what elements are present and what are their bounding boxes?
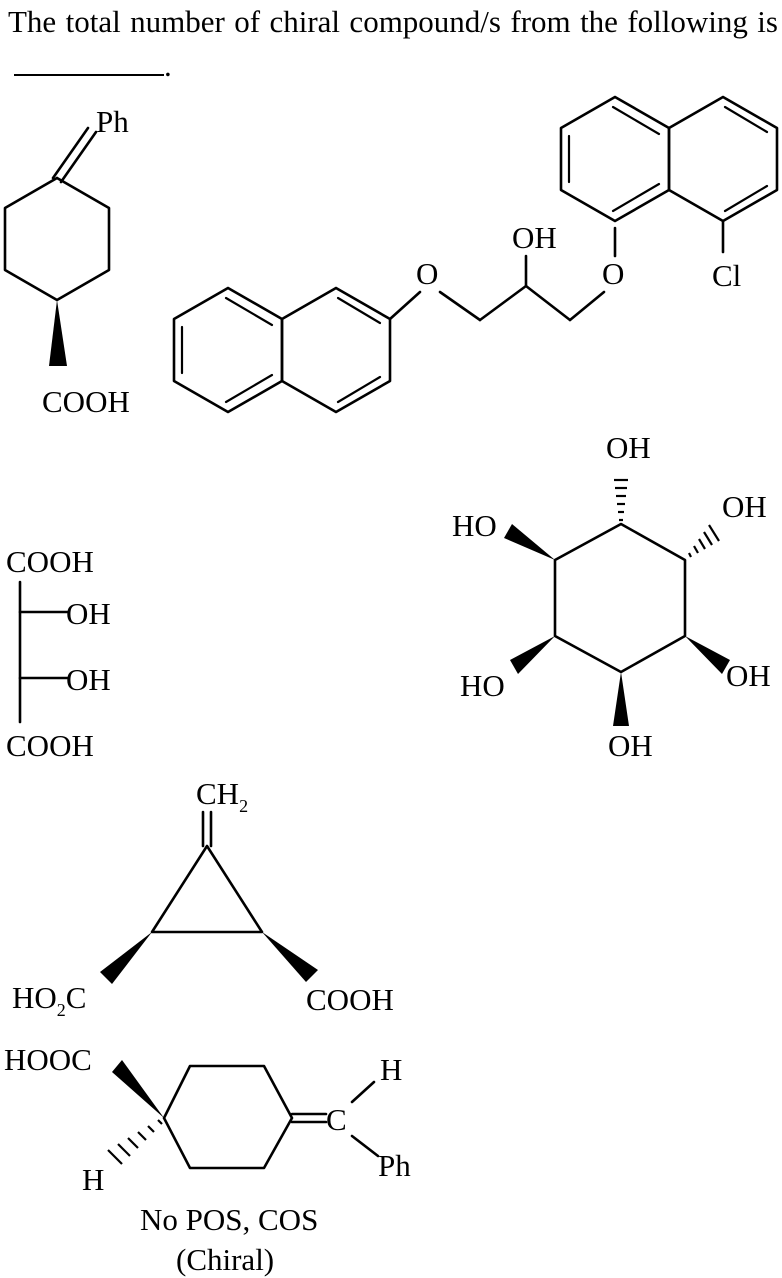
hooc-label: HOOC xyxy=(4,1042,92,1077)
wedge-top-left xyxy=(504,524,555,560)
cyclohexane-ring-6 xyxy=(162,1064,294,1170)
ho-label-top-left: HO xyxy=(452,508,497,543)
question-period: . xyxy=(164,48,172,83)
inner-double-bond xyxy=(611,105,661,136)
hashed-bond-h xyxy=(107,1119,163,1165)
structure-2-naphthyl-ether: O OH O Cl xyxy=(172,95,779,414)
oh-label-top-right: OH xyxy=(722,489,767,524)
bond-c-h xyxy=(350,1080,376,1104)
chain-bond xyxy=(524,284,572,322)
oh-label-bottom: OH xyxy=(608,728,653,763)
inner-double-bond xyxy=(611,182,661,213)
bond-to-o1 xyxy=(388,290,422,321)
ch2-label-ch: CH xyxy=(196,776,239,811)
question-stem: The total number of chiral compound/s fr… xyxy=(8,4,778,39)
oh-label-bottom-right: OH xyxy=(726,658,771,693)
inner-double-bond xyxy=(224,296,274,327)
oh-label-top: OH xyxy=(606,430,651,465)
note-line-1: No POS, COS xyxy=(140,1202,318,1237)
ho2c-label-ho: HO xyxy=(12,980,57,1015)
wedge-hooc xyxy=(112,1060,164,1118)
cl-label: Cl xyxy=(712,258,741,293)
inner-double-bond xyxy=(723,105,769,134)
cooh-label: COOH xyxy=(42,384,130,419)
wedge-bottom-right xyxy=(685,636,730,674)
oh-label-chain: OH xyxy=(512,220,557,255)
ho2c-label: HO2C xyxy=(12,980,86,1020)
answer-blank xyxy=(14,50,164,76)
naphthalene-left-ring-a xyxy=(172,286,284,414)
h-label-top: H xyxy=(380,1052,402,1087)
structure-1-benzylidene-cyclohexane-acid: Ph COOH xyxy=(3,104,130,419)
wedge-bottom-left xyxy=(510,636,555,674)
hashed-bond-top-right xyxy=(688,524,720,558)
cooh-label-top: COOH xyxy=(6,544,94,579)
ho2c-label-sub: 2 xyxy=(57,1000,66,1020)
cyclopropane-ring xyxy=(150,844,264,934)
bond-c-ph xyxy=(350,1134,380,1158)
naphthalene-right-ring-a xyxy=(559,95,671,223)
bond-to-o2 xyxy=(568,290,606,322)
structure-3-tartaric-acid: COOH OH OH COOH xyxy=(6,544,111,763)
ho-label-bottom-left: HO xyxy=(460,668,505,703)
ph-label: Ph xyxy=(96,104,129,139)
oh-label-fischer-2: OH xyxy=(66,662,111,697)
note-line-2: (Chiral) xyxy=(176,1242,274,1277)
question-text: The total number of chiral compound/s fr… xyxy=(8,0,778,88)
hashed-bond-top xyxy=(614,478,628,522)
wedge-bottom xyxy=(613,672,629,726)
wedge-right xyxy=(262,932,318,982)
structure-6-benzylidene-cyclohexane: HOOC H C H Ph No POS, COS (Chiral) xyxy=(4,1042,411,1277)
wedge-bond xyxy=(49,300,67,366)
h-label-bottom: H xyxy=(82,1162,104,1197)
chain-bond xyxy=(478,284,528,322)
c-label: C xyxy=(326,1102,347,1137)
cyclohexane-ring-inositol xyxy=(553,522,687,674)
cyclohexane-ring-1 xyxy=(3,176,111,302)
ho2c-label-c: C xyxy=(66,980,87,1015)
ch2-label-sub: 2 xyxy=(239,796,248,816)
o-label-1: O xyxy=(416,256,438,291)
oh-label-fischer-1: OH xyxy=(66,596,111,631)
exocyclic-double-bond-b xyxy=(59,130,98,184)
cooh-label-right: COOH xyxy=(306,982,394,1017)
ph-label-6: Ph xyxy=(378,1148,411,1183)
inner-double-bond xyxy=(336,296,382,325)
wedge-left xyxy=(100,932,152,984)
structure-4-inositol: OH OH HO HO OH OH xyxy=(452,430,771,763)
o-label-2: O xyxy=(602,256,624,291)
inner-double-bond xyxy=(224,373,274,404)
naphthalene-right-ring-b xyxy=(667,95,779,223)
inner-double-bond xyxy=(723,184,769,213)
structure-5-methylenecyclopropane: CH2 HO2C COOH xyxy=(12,776,394,1020)
naphthalene-left-ring-b xyxy=(280,286,392,414)
cooh-label-bottom: COOH xyxy=(6,728,94,763)
inner-double-bond xyxy=(336,375,382,404)
ch2-label: CH2 xyxy=(196,776,248,816)
chain-bond xyxy=(438,290,482,322)
exocyclic-double-bond-a xyxy=(51,126,90,180)
